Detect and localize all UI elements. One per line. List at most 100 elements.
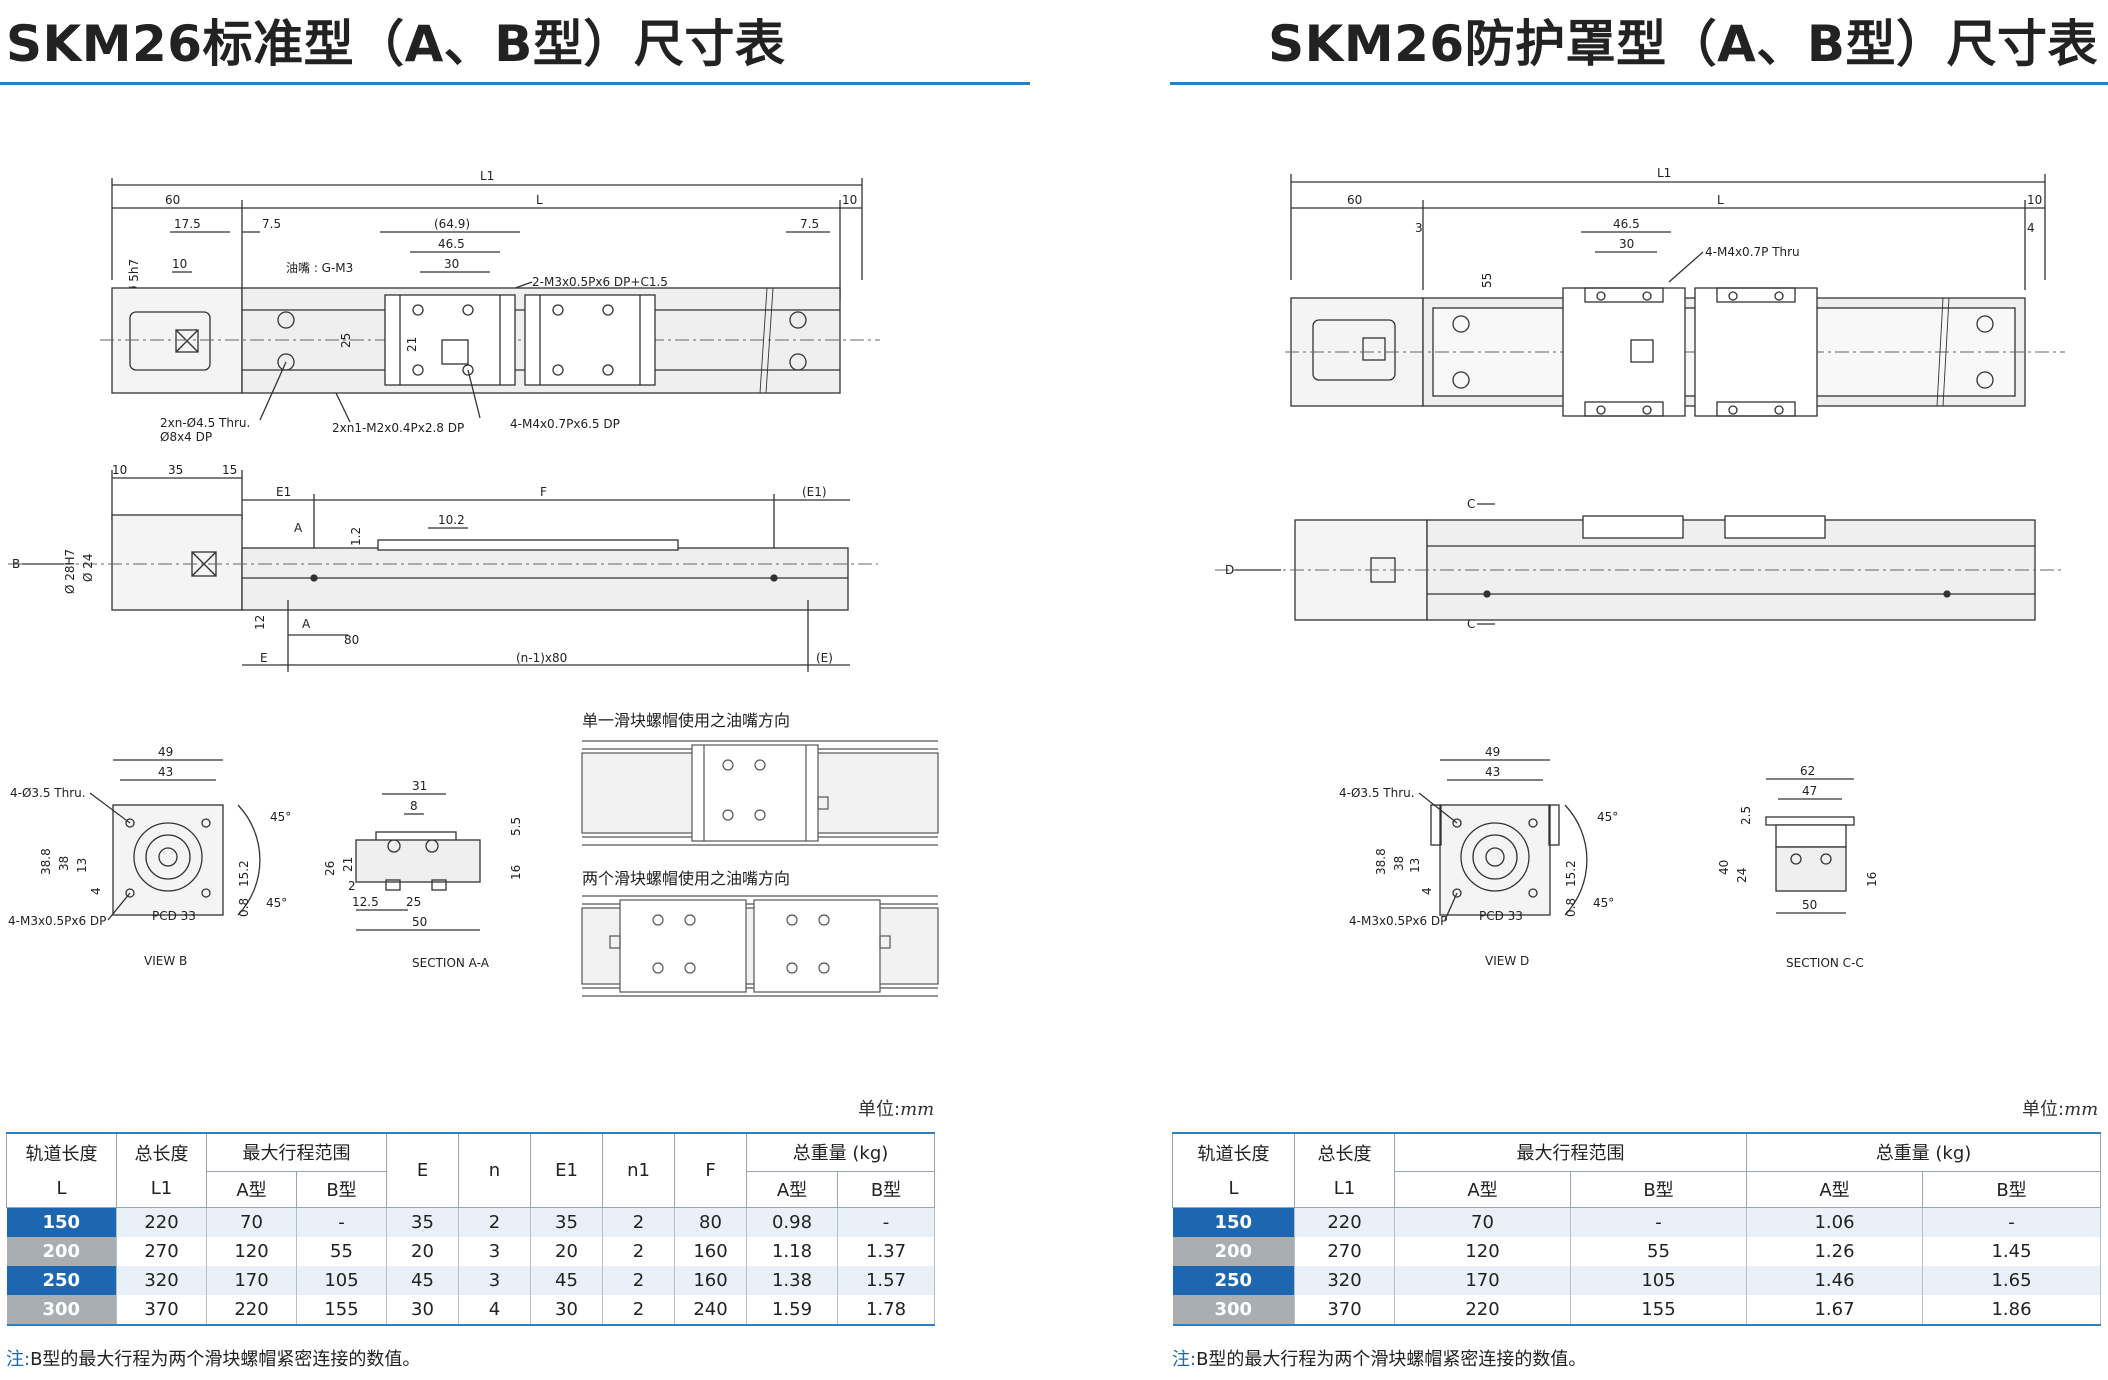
label-section-C-C: SECTION C-C <box>1786 956 1864 970</box>
dim-cover-46-5: 46.5 <box>1613 217 1640 231</box>
footnote-left: 注:B型的最大行程为两个滑块螺帽紧密连接的数值。 <box>6 1345 420 1371</box>
dim-0-8: 0.8 <box>237 898 251 917</box>
label-view-B: VIEW B <box>144 954 187 968</box>
dim-31: 31 <box>412 779 427 793</box>
dim-21-sec: 21 <box>341 857 355 872</box>
unit-prefix: 单位: <box>2022 1099 2065 1120</box>
dim-80: 80 <box>344 633 359 647</box>
header-stroke-b: B型 <box>1570 1170 1747 1208</box>
dim-d-49: 49 <box>1485 745 1500 759</box>
angle-45-bottom: 45° <box>266 896 287 910</box>
dim-25: 25 <box>339 333 353 348</box>
label-hole-m4: 4-M4x0.7Px6.5 DP <box>510 417 620 431</box>
footnote-lead: 注: <box>1172 1349 1197 1370</box>
dim-F: F <box>540 485 547 499</box>
drawing-oil-direction-double <box>581 895 939 997</box>
unit-label-left: 单位:mm <box>858 1095 934 1121</box>
label-view-B-arrow: B <box>12 557 20 571</box>
dim-E-ref: (E) <box>816 651 833 665</box>
header-rail-length-sub: L <box>6 1171 117 1208</box>
dim-phi-28h7: Ø 28H7 <box>63 549 77 594</box>
unit-prefix: 单位: <box>858 1099 901 1120</box>
dim-40: 40 <box>1717 860 1731 875</box>
dim-43: 43 <box>158 765 173 779</box>
header-weight-a: A型 <box>746 1170 838 1208</box>
label-viewd-pcd: PCD 33 <box>1479 909 1523 923</box>
footnote-text: B型的最大行程为两个滑块螺帽紧密连接的数值。 <box>30 1349 421 1370</box>
drawing-cover-top-view: L1 60 L 10 3 4 46.5 30 4-M4x0.7P Thru 55 <box>1285 166 2065 417</box>
dim-4: 4 <box>89 887 103 895</box>
dim-E: E <box>260 651 268 665</box>
dim-d-0-8: 0.8 <box>1564 898 1578 917</box>
dim-d-15-2: 15.2 <box>1564 860 1578 887</box>
header-rail-length: 轨道长度 <box>6 1132 117 1171</box>
dim-d-38: 38 <box>1392 856 1406 871</box>
drawing-section-A-A: 31 8 5.5 26 21 2 16 12.5 25 50 SECTION A… <box>323 779 523 970</box>
dim-13: 13 <box>75 858 89 873</box>
dim-5-5: 5.5 <box>509 817 523 836</box>
dim-21: 21 <box>405 337 419 352</box>
header-n: n <box>458 1132 531 1208</box>
dim-cover-10: 10 <box>2027 193 2042 207</box>
dim-38: 38 <box>57 856 71 871</box>
dim-15-2: 15.2 <box>237 860 251 887</box>
dim-46-5: 46.5 <box>438 237 465 251</box>
header-total-length-sub: L1 <box>116 1171 207 1208</box>
header-E1: E1 <box>530 1132 603 1208</box>
dim-35-side: 35 <box>168 463 183 477</box>
dim-d-43: 43 <box>1485 765 1500 779</box>
header-rail-length-sub: L <box>1172 1171 1295 1208</box>
dim-15-side: 15 <box>222 463 237 477</box>
label-section-A-top: A <box>294 521 303 535</box>
dim-12: 12 <box>253 615 267 630</box>
unit-mm: mm <box>900 1099 935 1120</box>
dim-7-5-right: 7.5 <box>800 217 819 231</box>
drawing-standard-top-view: L1 60 L 10 17.5 7.5 7.5 (64.9) 46.5 30 1… <box>100 169 880 444</box>
label-section-A-bottom: A <box>302 617 311 631</box>
label-viewb-hole: 4-Ø3.5 Thru. <box>10 786 86 800</box>
page-title-standard: SKM26标准型（A、B型）尺寸表 <box>6 15 786 73</box>
dim-30: 30 <box>444 257 459 271</box>
header-stroke-a: A型 <box>206 1170 297 1208</box>
label-hole-counterbore: Ø8x4 DP <box>160 430 212 444</box>
dim-8: 8 <box>410 799 418 813</box>
label-tap-top: 2-M3x0.5Px6 DP+C1.5 <box>532 275 668 289</box>
header-total-length: 总长度 <box>1294 1132 1395 1171</box>
dim-1-2: 1.2 <box>349 527 363 546</box>
dim-47: 47 <box>1802 784 1817 798</box>
dim-38-8: 38.8 <box>39 848 53 875</box>
header-n1: n1 <box>602 1132 675 1208</box>
drawing-section-C-C: 62 47 2.5 40 24 16 50 SECTION C-C <box>1717 764 1879 970</box>
label-section-A-A: SECTION A-A <box>412 956 490 970</box>
header-stroke-b: B型 <box>296 1170 387 1208</box>
unit-label-right: 单位:mm <box>2022 1095 2098 1121</box>
label-view-D-arrow: D <box>1225 563 1234 577</box>
dim-10: 10 <box>842 193 857 207</box>
dim-49: 49 <box>158 745 173 759</box>
dim-E1: E1 <box>276 485 291 499</box>
header-weight-b: B型 <box>837 1170 935 1208</box>
dim-64-9: (64.9) <box>434 217 470 231</box>
header-max-stroke: 最大行程范围 <box>206 1132 387 1172</box>
dim-60: 60 <box>165 193 180 207</box>
dim-10-side: 10 <box>112 463 127 477</box>
header-E: E <box>386 1132 459 1208</box>
label-viewb-tap: 4-M3x0.5Px6 DP <box>8 914 106 928</box>
dim-E1-ref: (E1) <box>802 485 827 499</box>
label-viewd-hole: 4-Ø3.5 Thru. <box>1339 786 1415 800</box>
label-hole-thru: 2xn-Ø4.5 Thru. <box>160 416 250 430</box>
dim-cover-60: 60 <box>1347 193 1362 207</box>
dim-2-5: 2.5 <box>1739 806 1753 825</box>
dim-16: 16 <box>509 865 523 880</box>
header-total-length: 总长度 <box>116 1132 207 1171</box>
dim-25-sec: 25 <box>406 895 421 909</box>
dim-17-5: 17.5 <box>174 217 201 231</box>
dim-10-motor: 10 <box>172 257 187 271</box>
dim-cover-30: 30 <box>1619 237 1634 251</box>
